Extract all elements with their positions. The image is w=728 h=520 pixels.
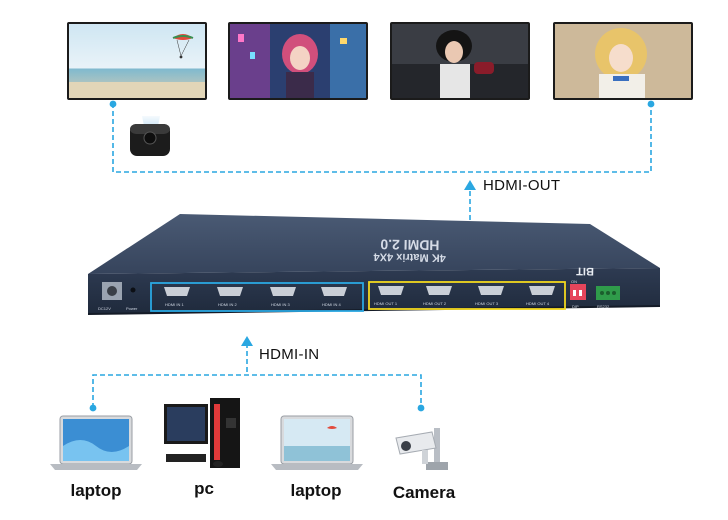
hdmi-matrix-device: HDMI 2.0 4K Matrix 4X4 BIT DC12V Power H…: [87, 214, 661, 315]
dot-output-4: [647, 100, 655, 108]
input-group-box: [150, 282, 364, 312]
hdmi-in-3-label: HDMI IN 3: [271, 302, 290, 307]
hdmi-out-1-label: HDMI OUT 1: [374, 301, 398, 306]
arrow-up-in-icon: [241, 336, 253, 346]
source-pc: [160, 398, 252, 481]
hdmi-out-label: HDMI-OUT: [483, 177, 561, 194]
projector: [128, 116, 174, 165]
hdmi-in-2-label: HDMI IN 2: [218, 302, 237, 307]
rs232-label: RS232: [597, 304, 610, 309]
hdmi-in-label: HDMI-IN: [259, 346, 320, 363]
hdmi-in-4-label: HDMI IN 4: [322, 302, 341, 307]
output-group-box: [368, 281, 566, 310]
output-bus-line: [112, 103, 652, 173]
dot-output-1: [109, 100, 117, 108]
dc12v-label: DC12V: [98, 306, 111, 311]
anime-city-scene: [230, 24, 366, 98]
device-title-line2: 4K Matrix 4X4: [373, 250, 446, 263]
dot-source-4: [417, 404, 425, 412]
hdmi-out-3-label: HDMI OUT 3: [475, 301, 499, 306]
hdmi-out-2-label: HDMI OUT 2: [423, 301, 447, 306]
laptop-icon: [271, 415, 363, 470]
cctv-camera-icon: [395, 428, 448, 470]
dot-source-1: [89, 404, 97, 412]
display-blonde-girl: [553, 22, 693, 100]
dip-on-label: ON: [571, 279, 577, 284]
source-laptop-2: [271, 414, 363, 477]
output-ports: HDMI OUT 1 HDMI OUT 2 HDMI OUT 3 HDMI OU…: [374, 286, 555, 306]
device-front: [88, 268, 660, 314]
device-top: [88, 214, 660, 274]
source-camera: [392, 424, 456, 481]
input-bus-line: [92, 374, 422, 408]
display-fighter-girl: [390, 22, 530, 100]
dip-switch[interactable]: [570, 284, 586, 300]
source-label-pc: pc: [194, 479, 214, 498]
source-label-laptop-2: laptop: [290, 481, 342, 500]
arrow-up-out-icon: [464, 180, 476, 190]
dip-label: DIP: [572, 304, 579, 309]
power-button[interactable]: [130, 287, 136, 293]
input-ports: HDMI IN 1 HDMI IN 2 HDMI IN 3 HDMI IN 4: [164, 287, 347, 307]
hdmi-in-1-label: HDMI IN 1: [165, 302, 184, 307]
power-label: Power: [126, 306, 138, 311]
laptop-icon: [50, 415, 142, 470]
display-anime-city: [228, 22, 368, 100]
device-title-line1: HDMI 2.0: [380, 236, 440, 253]
source-laptop-1: [50, 414, 142, 477]
desktop-pc-icon: [164, 398, 240, 468]
fighter-scene: [392, 24, 528, 98]
hdmi-out-4-label: HDMI OUT 4: [526, 301, 550, 306]
blonde-scene: [555, 24, 691, 98]
source-label-camera: Camera: [392, 483, 456, 502]
projector-icon: [130, 116, 170, 156]
brand-logo: BIT: [576, 265, 594, 277]
display-beach-kite: [67, 22, 207, 100]
beach-scene: [69, 24, 205, 98]
source-label-laptop-1: laptop: [70, 481, 122, 500]
